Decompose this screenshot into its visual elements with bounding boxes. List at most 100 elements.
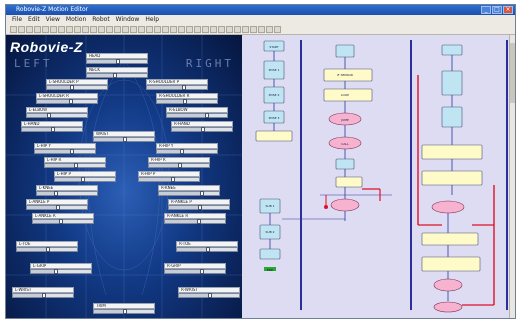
joint-slider[interactable] xyxy=(44,163,106,168)
joint-slider[interactable] xyxy=(156,99,218,104)
joint-slider[interactable] xyxy=(54,177,116,182)
minimize-button[interactable]: _ xyxy=(481,6,491,14)
toolbar-button-15[interactable] xyxy=(122,25,129,33)
joint-slider-thumb[interactable] xyxy=(116,59,120,64)
flow-node-process[interactable] xyxy=(259,248,281,260)
joint-slider[interactable] xyxy=(34,149,96,154)
joint-slider[interactable] xyxy=(156,149,218,154)
toolbar-button-16[interactable] xyxy=(130,25,137,33)
toolbar-button-3[interactable] xyxy=(26,25,33,33)
toolbar-button-34[interactable] xyxy=(274,25,281,33)
joint-slider-thumb[interactable] xyxy=(208,293,212,298)
joint-slider[interactable] xyxy=(26,205,88,210)
joint-slider-thumb[interactable] xyxy=(198,205,202,210)
joint-slider-thumb[interactable] xyxy=(199,269,204,274)
flow-node-process[interactable] xyxy=(441,70,463,96)
joint-slider-thumb[interactable] xyxy=(199,191,204,196)
joint-slider-thumb[interactable] xyxy=(56,205,60,210)
toolbar-button-10[interactable] xyxy=(82,25,89,33)
joint-slider[interactable] xyxy=(146,85,208,90)
toolbar-button-26[interactable] xyxy=(210,25,217,33)
flow-node-note[interactable] xyxy=(255,130,293,142)
joint-slider-thumb[interactable] xyxy=(54,191,59,196)
joint-slider-thumb[interactable] xyxy=(181,85,186,90)
joint-slider-thumb[interactable] xyxy=(51,127,55,132)
maximize-button[interactable]: □ xyxy=(492,6,502,14)
joint-slider[interactable] xyxy=(86,59,148,64)
joint-slider-thumb[interactable] xyxy=(178,163,182,168)
toolbar-button-18[interactable] xyxy=(146,25,153,33)
toolbar-button-5[interactable] xyxy=(42,25,49,33)
joint-slider-thumb[interactable] xyxy=(180,149,185,154)
toolbar-button-33[interactable] xyxy=(266,25,273,33)
flow-node-start[interactable] xyxy=(335,44,355,58)
joint-slider-thumb[interactable] xyxy=(196,219,201,224)
flow-node-decision[interactable] xyxy=(433,278,463,292)
joint-slider-thumb[interactable] xyxy=(54,269,59,274)
flow-node-note[interactable] xyxy=(323,68,373,82)
flow-node-note[interactable] xyxy=(421,170,483,186)
joint-slider[interactable] xyxy=(164,269,226,274)
toolbar-button-8[interactable] xyxy=(66,25,73,33)
joint-slider-thumb[interactable] xyxy=(42,293,46,298)
toolbar-button-1[interactable] xyxy=(10,25,17,33)
joint-slider[interactable] xyxy=(21,127,83,132)
toolbar-button-2[interactable] xyxy=(18,25,25,33)
joint-slider[interactable] xyxy=(26,113,88,118)
joint-slider[interactable] xyxy=(16,247,78,252)
toolbar-button-14[interactable] xyxy=(114,25,121,33)
joint-slider[interactable] xyxy=(168,205,230,210)
joint-slider[interactable] xyxy=(148,163,210,168)
joint-slider-thumb[interactable] xyxy=(70,85,75,90)
toolbar-button-13[interactable] xyxy=(106,25,113,33)
toolbar-button-4[interactable] xyxy=(34,25,41,33)
joint-slider[interactable] xyxy=(36,99,98,104)
joint-slider[interactable] xyxy=(164,219,226,224)
scrollbar-thumb[interactable] xyxy=(510,43,515,103)
flow-node-process[interactable] xyxy=(441,106,463,128)
toolbar-button-25[interactable] xyxy=(202,25,209,33)
toolbar-button-23[interactable] xyxy=(186,25,193,33)
flow-node-decision[interactable] xyxy=(433,301,463,313)
menu-item-help[interactable]: Help xyxy=(145,16,160,23)
flow-node-decision[interactable] xyxy=(431,200,465,214)
joint-slider[interactable] xyxy=(176,247,238,252)
joint-slider[interactable] xyxy=(12,293,74,298)
toolbar-button-17[interactable] xyxy=(138,25,145,33)
flow-node-note[interactable] xyxy=(335,176,363,188)
joint-slider-thumb[interactable] xyxy=(183,99,188,104)
joint-slider-thumb[interactable] xyxy=(170,177,175,182)
toolbar-button-28[interactable] xyxy=(226,25,233,33)
flow-node-note[interactable] xyxy=(421,256,481,272)
toolbar-button-27[interactable] xyxy=(218,25,225,33)
flow-node-decision[interactable] xyxy=(330,198,360,212)
flow-node-note[interactable] xyxy=(323,88,373,102)
toolbar-button-20[interactable] xyxy=(162,25,169,33)
toolbar-button-7[interactable] xyxy=(58,25,65,33)
joint-slider[interactable] xyxy=(36,191,98,196)
toolbar-button-31[interactable] xyxy=(250,25,257,33)
joint-slider[interactable] xyxy=(158,191,220,196)
joint-slider[interactable] xyxy=(171,127,233,132)
toolbar-button-12[interactable] xyxy=(98,25,105,33)
joint-slider[interactable] xyxy=(93,309,155,314)
joint-slider-thumb[interactable] xyxy=(201,127,205,132)
toolbar-button-29[interactable] xyxy=(234,25,241,33)
joint-slider-thumb[interactable] xyxy=(68,99,73,104)
close-button[interactable]: × xyxy=(503,6,513,14)
joint-slider-thumb[interactable] xyxy=(46,247,50,252)
joint-slider-thumb[interactable] xyxy=(47,113,52,118)
flow-node-end[interactable] xyxy=(264,267,276,271)
joint-slider-thumb[interactable] xyxy=(206,247,210,252)
joint-slider[interactable] xyxy=(46,85,108,90)
joint-slider[interactable] xyxy=(138,177,200,182)
flow-node-process[interactable] xyxy=(335,158,355,170)
flow-node-start[interactable] xyxy=(441,44,463,56)
joint-slider-thumb[interactable] xyxy=(69,149,74,154)
joint-slider[interactable] xyxy=(30,269,92,274)
joint-slider-thumb[interactable] xyxy=(123,309,127,314)
menu-item-robot[interactable]: Robot xyxy=(92,16,110,23)
toolbar-button-30[interactable] xyxy=(242,25,249,33)
joint-slider-thumb[interactable] xyxy=(74,163,78,168)
menu-item-motion[interactable]: Motion xyxy=(65,16,87,23)
